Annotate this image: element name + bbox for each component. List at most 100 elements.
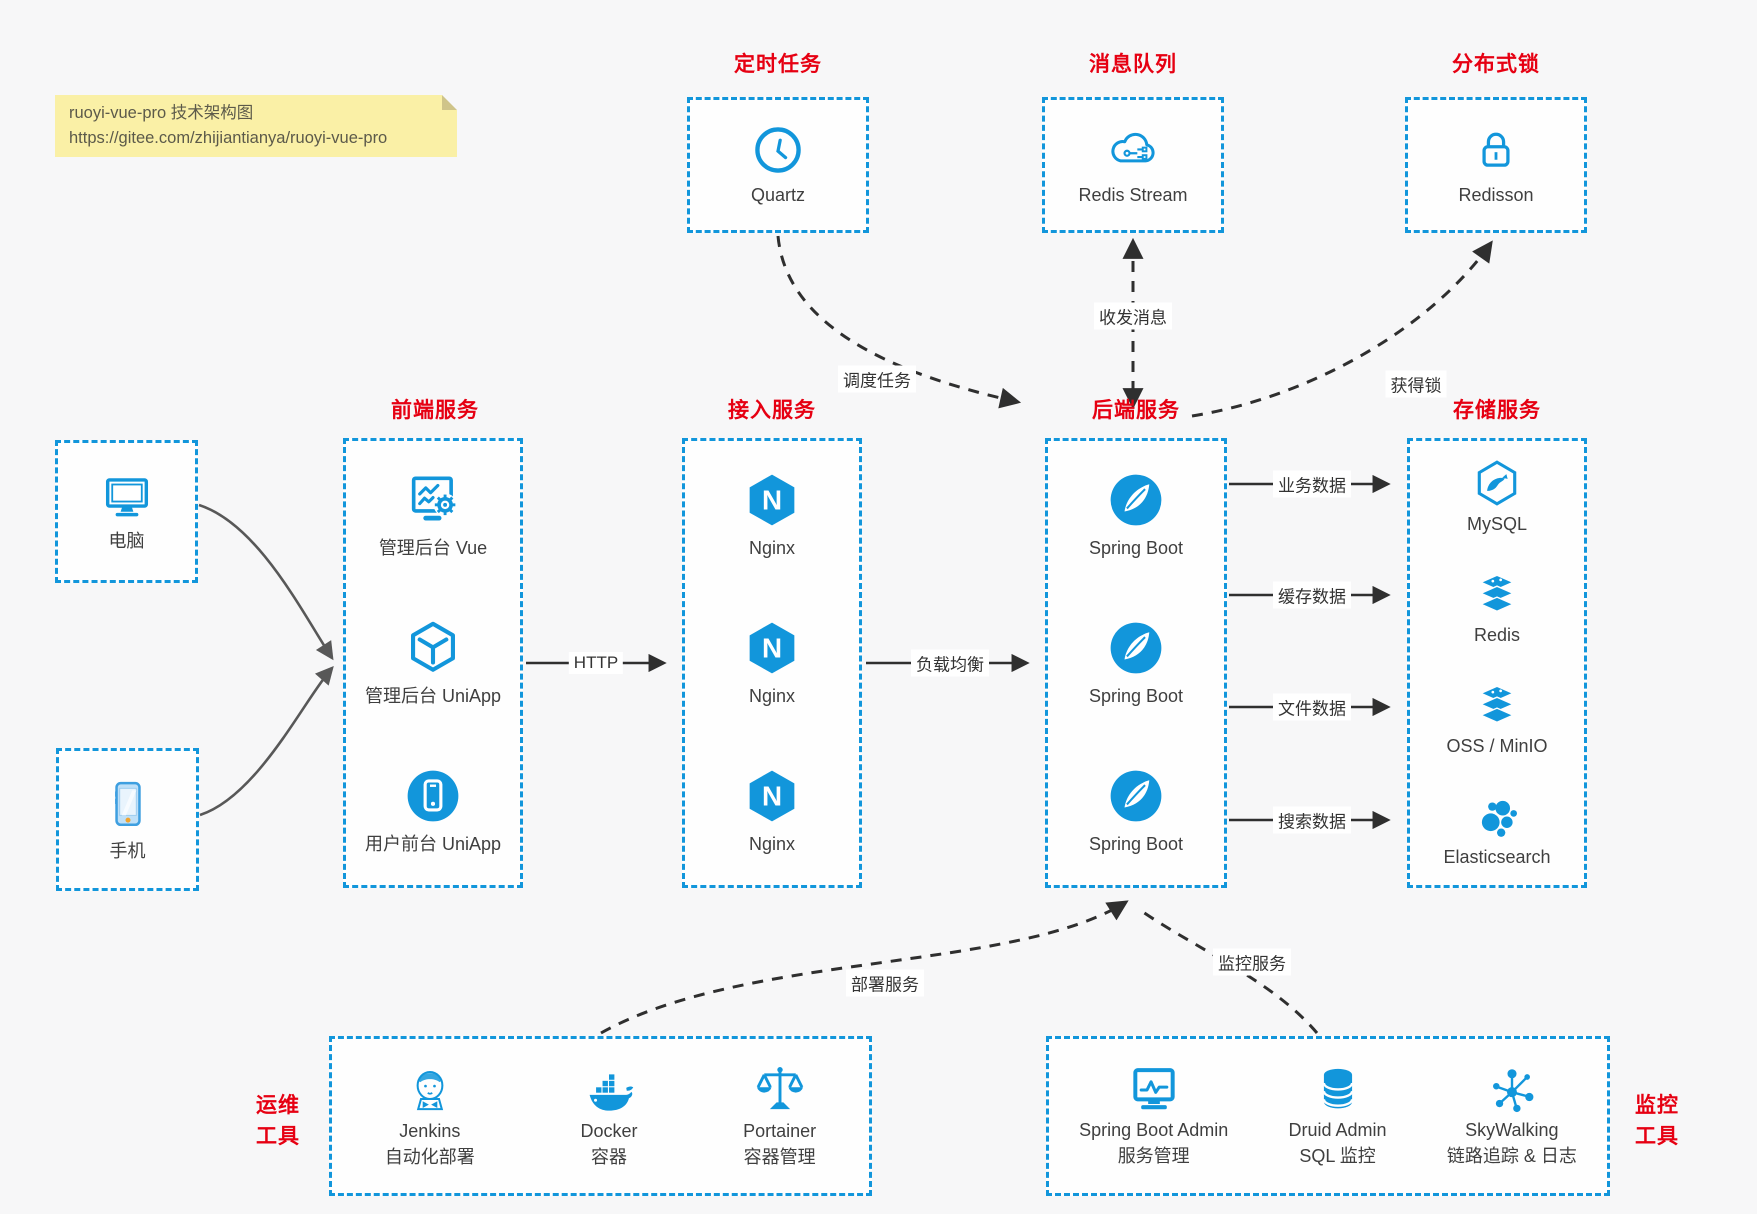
monitoring-title-line1: 监控 (1635, 1094, 1679, 1117)
node-sublabel: 服务管理 (1117, 1146, 1190, 1166)
group-box-storage: MySQL Redis (1407, 438, 1587, 888)
node-label: 用户前台 UniApp (364, 834, 502, 854)
nginx-icon: N (743, 767, 801, 825)
node-label: 管理后台 UniApp (364, 686, 502, 706)
node-label: Spring Boot (1088, 834, 1184, 854)
edge-label-file-data: 文件数据 (1273, 693, 1351, 721)
edge-label-monitor: 监控服务 (1213, 948, 1291, 976)
node-label: 手机 (109, 840, 146, 861)
node-label: Redis (1473, 625, 1521, 645)
group-box-pc-client: 电脑 (55, 440, 198, 583)
group-title-ops: 运维 工具 (242, 1090, 314, 1152)
node-redis: Redis (1472, 569, 1522, 646)
node-oss-minio: OSS / MinIO (1446, 680, 1548, 757)
node-label: Spring Boot (1088, 538, 1184, 558)
user-app-icon (404, 767, 462, 825)
node-label: MySQL (1466, 514, 1527, 534)
node-label: Jenkins (399, 1121, 461, 1141)
node-admin-uniapp: 管理后台 UniApp (365, 619, 501, 707)
node-label: 管理后台 Vue (378, 538, 488, 558)
svg-text:N: N (762, 485, 782, 516)
node-label: SkyWalking (1465, 1120, 1559, 1140)
edge-label-biz-data: 业务数据 (1273, 470, 1351, 498)
node-label: 电脑 (108, 530, 145, 551)
node-mobile: 手机 (103, 778, 153, 862)
node-portainer: Portainer 容器管理 (743, 1063, 816, 1169)
node-springboot-1: Spring Boot (1089, 471, 1183, 559)
lock-icon (1470, 124, 1522, 176)
node-redis-stream: Redis Stream (1078, 124, 1188, 206)
edge-label-deploy: 部署服务 (846, 969, 924, 997)
nginx-icon: N (743, 471, 801, 529)
edge-label-schedule: 调度任务 (838, 365, 916, 393)
cloud-stream-icon (1106, 124, 1160, 176)
ops-title-line1: 运维 (256, 1094, 300, 1117)
elasticsearch-icon (1472, 791, 1522, 841)
node-nginx-3: N Nginx (743, 767, 801, 855)
node-label: Elasticsearch (1443, 847, 1551, 867)
node-label: Spring Boot Admin (1079, 1120, 1229, 1140)
group-box-monitoring: Spring Boot Admin 服务管理 Druid Admin SQL 监… (1046, 1036, 1610, 1196)
uniapp-cube-icon (404, 619, 462, 677)
client-arrows (198, 503, 334, 817)
nginx-icon: N (743, 619, 801, 677)
ops-title-line2: 工具 (256, 1125, 300, 1148)
node-label: Quartz (750, 185, 806, 205)
group-box-frontend: 管理后台 Vue 管理后台 UniApp 用户前台 UniApp (343, 438, 523, 888)
node-druid-admin: Druid Admin SQL 监控 (1289, 1064, 1387, 1168)
group-title-frontend: 前端服务 (391, 399, 479, 422)
redis-stack-icon (1472, 569, 1522, 619)
monitoring-title-line2: 工具 (1635, 1125, 1679, 1148)
node-label: Spring Boot (1088, 686, 1184, 706)
edge-label-http: HTTP (568, 652, 624, 674)
group-title-mq: 消息队列 (1089, 53, 1177, 76)
spring-icon (1107, 471, 1165, 529)
edge-label-cache-data: 缓存数据 (1273, 581, 1351, 609)
desktop-icon (99, 472, 155, 522)
node-sublabel: 自动化部署 (384, 1147, 475, 1167)
node-admin-vue: 管理后台 Vue (379, 471, 487, 559)
group-box-scheduled: Quartz (687, 97, 869, 233)
node-nginx-2: N Nginx (743, 619, 801, 707)
node-pc: 电脑 (99, 472, 155, 552)
node-label: Redis Stream (1078, 185, 1188, 205)
sba-monitor-icon (1126, 1064, 1182, 1116)
group-title-gateway: 接入服务 (728, 399, 816, 422)
node-label: Nginx (748, 686, 796, 706)
edge-label-message: 收发消息 (1094, 302, 1172, 330)
edge-label-load-balance: 负载均衡 (911, 649, 989, 677)
docker-icon (581, 1063, 637, 1117)
node-label: Druid Admin (1288, 1120, 1387, 1140)
skywalking-icon (1486, 1064, 1538, 1116)
node-skywalking: SkyWalking 链路追踪 & 日志 (1447, 1064, 1577, 1168)
node-label: Nginx (748, 538, 796, 558)
edge-label-lock: 获得锁 (1385, 370, 1447, 398)
node-sublabel: 链路追踪 & 日志 (1446, 1146, 1577, 1166)
group-box-backend: Spring Boot Spring Boot Spring Boot (1045, 438, 1227, 888)
node-label: Docker (580, 1121, 638, 1141)
svg-text:N: N (762, 781, 782, 812)
node-elasticsearch: Elasticsearch (1443, 791, 1551, 868)
sticky-note: ruoyi-vue-pro 技术架构图 https://gitee.com/zh… (55, 95, 457, 157)
mysql-icon (1472, 458, 1522, 508)
node-sublabel: 容器 (590, 1147, 627, 1167)
group-title-monitoring: 监控 工具 (1620, 1090, 1694, 1152)
node-user-uniapp: 用户前台 UniApp (365, 767, 501, 855)
phone-icon (103, 778, 153, 832)
group-box-mobile-client: 手机 (56, 748, 199, 891)
clock-icon (752, 124, 804, 176)
node-springboot-2: Spring Boot (1089, 619, 1183, 707)
edge-label-search-data: 搜索数据 (1273, 806, 1351, 834)
spring-icon (1107, 767, 1165, 825)
admin-vue-icon (404, 471, 462, 529)
group-box-gateway: N Nginx N Nginx N Nginx (682, 438, 862, 888)
svg-text:N: N (762, 633, 782, 664)
oss-stack-icon (1472, 680, 1522, 730)
group-box-lock: Redisson (1405, 97, 1587, 233)
group-title-scheduled: 定时任务 (734, 53, 822, 76)
node-label: OSS / MinIO (1446, 736, 1548, 756)
node-label: Portainer (743, 1121, 817, 1141)
group-title-storage: 存储服务 (1453, 399, 1541, 422)
node-spring-boot-admin: Spring Boot Admin 服务管理 (1079, 1064, 1228, 1168)
